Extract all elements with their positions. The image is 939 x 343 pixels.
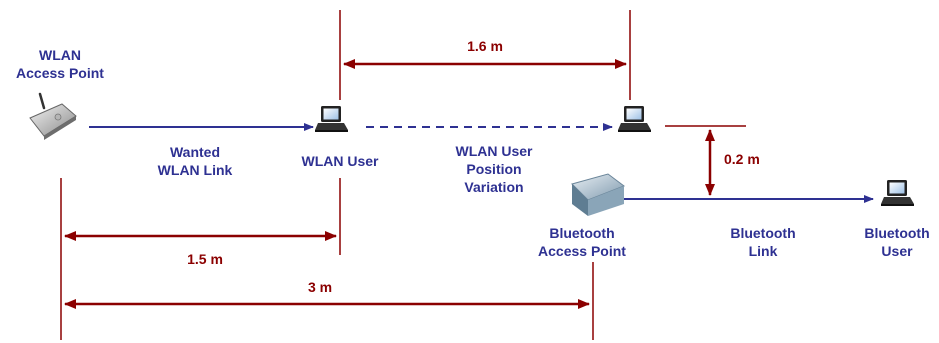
dimension-label-ap-to-user: 1.5 m [187,251,223,267]
position-variation-label: WLAN User Position Variation [455,143,533,195]
bluetooth-link-label: Bluetooth Link [730,225,796,259]
bluetooth-access-point-icon [571,173,626,216]
laptop-icon [881,180,914,206]
wlan-user-label: WLAN User [301,153,379,169]
wanted-wlan-link-label: Wanted WLAN Link [157,144,233,178]
wlan-access-point-label: WLAN Access Point [16,47,104,81]
dimension-label-ap-to-bt: 3 m [307,279,333,295]
bluetooth-user-label: Bluetooth User [864,225,930,259]
laptop-icon [618,106,651,132]
bluetooth-access-point-label: Bluetooth Access Point [538,225,626,259]
dimension-label-position-variation: 1.6 m [467,38,503,54]
wireless-access-point-icon [29,92,77,140]
laptop-icon [315,106,348,132]
dimension-label-bt-offset: 0.2 m [724,151,760,167]
